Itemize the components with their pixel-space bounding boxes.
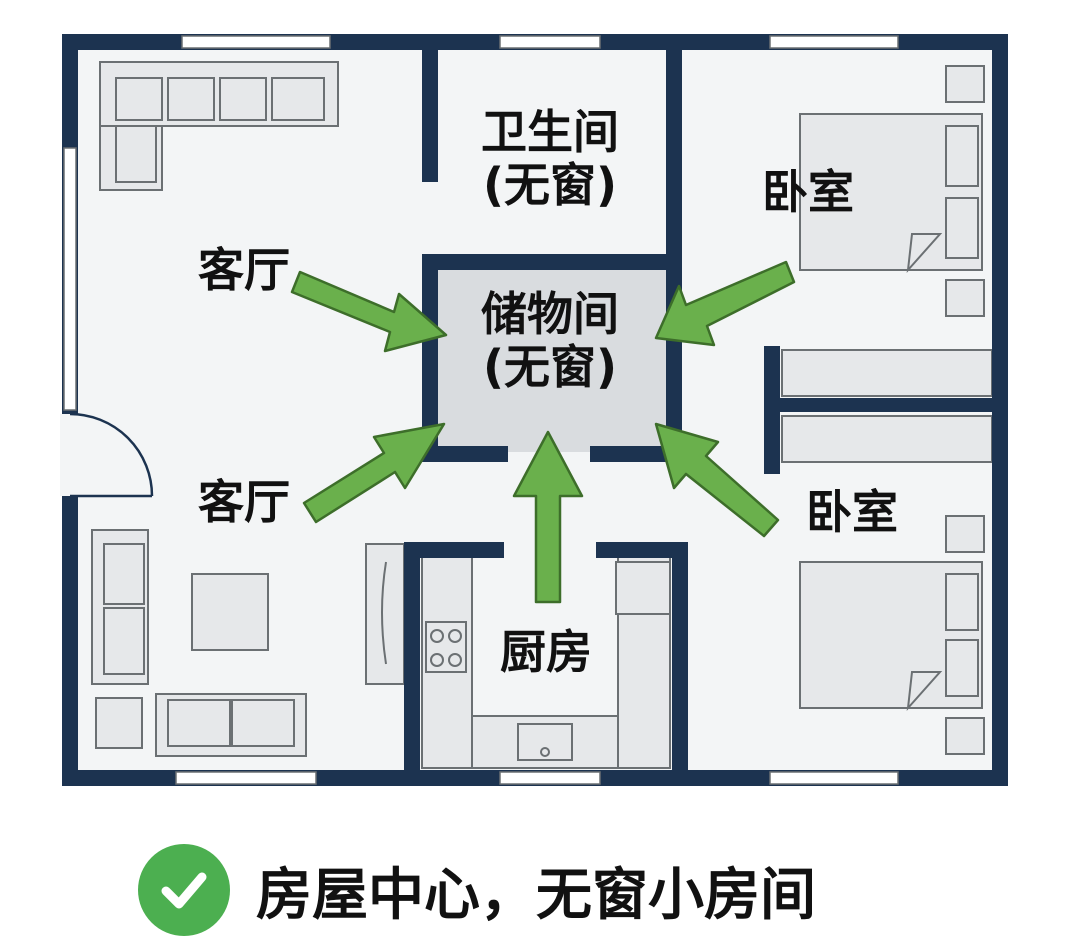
kitchen-label: 厨房 [500,625,592,679]
nightstand [945,515,985,553]
caption-text: 房屋中心，无窗小房间 [256,862,816,928]
pillow [945,197,979,259]
wall-storage-bottom-right [590,446,682,462]
storage-floor [430,262,668,452]
door-gap [60,414,80,496]
window [63,147,77,411]
bedroom-top-label: 卧室 [762,165,854,219]
arrow-from-living-bottom [302,422,446,524]
storage-label: 储物间 (无窗) [450,288,650,394]
burner [448,653,462,667]
sofa-cushion [271,77,325,121]
bathroom-name: 卫生间 [481,105,619,159]
window [181,35,331,49]
nightstand [945,717,985,755]
arrows [290,260,796,604]
wardrobe [781,349,993,397]
window [499,35,601,49]
wall-kitchen-right [672,542,688,778]
check-circle-icon [138,844,230,936]
floor-plan [60,34,1008,786]
caption: 房屋中心，无窗小房间 [138,840,816,940]
furniture [91,61,993,769]
storage-name: 储物间 [481,287,619,341]
arrow-from-living-top [290,270,448,353]
blanket-fold [906,671,943,712]
side-table [95,697,143,749]
front-door[interactable] [60,412,154,498]
bedroom-bottom-label: 卧室 [806,485,898,539]
sofa-cushion [167,699,231,747]
sofa-cushion [219,77,267,121]
arrow-from-bedroom-top [654,260,796,347]
burner [430,629,444,643]
storage-note: (无窗) [482,339,618,394]
window [499,771,601,785]
pillow [945,125,979,187]
sink-drain [540,747,550,757]
living-room-top-label: 客厅 [198,243,290,297]
pillow [945,573,979,631]
door-swing [69,412,154,497]
sofa-cushion [115,125,157,183]
sofa-cushion [167,77,215,121]
pillow [945,639,979,697]
arrow-from-bedroom-bottom [654,422,780,538]
window [769,771,899,785]
armchair-cushion [103,543,145,605]
burner [430,653,444,667]
living-room-bottom-label: 客厅 [198,475,290,529]
wall-kitchen-top-right [596,542,688,558]
wardrobe [781,415,993,463]
window [175,771,317,785]
sofa-cushion [115,77,163,121]
wall-bedroom-divider [764,398,1000,412]
wall-bathroom-left [422,42,438,182]
window [769,35,899,49]
sofa-cushion [231,699,295,747]
nightstand [945,279,985,317]
kitchen-appliance [615,561,671,615]
armchair-cushion [103,607,145,675]
wall-kitchen-left [404,542,420,778]
wall-kitchen-top-left [404,542,504,558]
wall-storage-bottom-left [422,446,508,462]
arrow-from-kitchen [512,430,584,604]
windows [63,35,899,785]
wall-storage-left [422,254,438,460]
wall-bathroom-right [666,42,682,460]
blanket-fold [906,233,943,274]
wall-storage-top [422,254,682,270]
bathroom-label: 卫生间 (无窗) [450,106,650,212]
coffee-table [191,573,269,651]
bathroom-note: (无窗) [482,157,618,212]
checkmark-icon [161,872,207,909]
burner [448,629,462,643]
nightstand [945,65,985,103]
fridge-handle [381,561,387,665]
